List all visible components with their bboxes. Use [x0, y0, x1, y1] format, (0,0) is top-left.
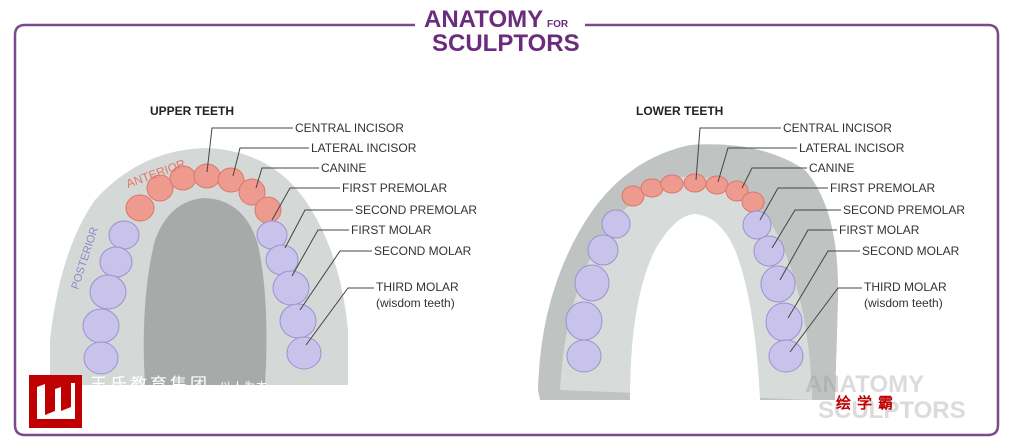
upper-first-molar-label: FIRST MOLAR: [351, 223, 432, 237]
svg-text:SCULPTORS: SCULPTORS: [432, 30, 580, 57]
lower-canine-label: CANINE: [809, 161, 854, 175]
upper-second-premolar-label: SECOND PREMOLAR: [355, 203, 477, 217]
lower-first-molar-label: FIRST MOLAR: [839, 223, 920, 237]
upper-canine-label: CANINE: [321, 161, 366, 175]
svg-text:ANATOMY: ANATOMY: [424, 6, 543, 33]
upper-second-molar-label: SECOND MOLAR: [374, 244, 472, 258]
watermark-right-text: 绘学霸: [836, 394, 900, 412]
watermark-logo-badge: [29, 375, 82, 428]
lower-labels: CENTRAL INCISOR LATERAL INCISOR CANINE F…: [783, 121, 965, 310]
lower-lateral-incisor-label: LATERAL INCISOR: [799, 141, 905, 155]
watermark-left-text: 王氏教育集团: [90, 375, 210, 395]
watermark-left-subtext: 以人为本: [220, 380, 268, 393]
lower-leader-lines: [695, 127, 862, 353]
lower-anterior-teeth: [621, 173, 765, 213]
lower-second-premolar-label: SECOND PREMOLAR: [843, 203, 965, 217]
svg-text:FOR: FOR: [547, 19, 569, 30]
tongue-space: [630, 214, 760, 400]
palate: [143, 198, 267, 385]
frame-border: [13, 23, 1000, 437]
watermark-right-logo: ANATOMY SCULPTORS: [805, 371, 966, 424]
upper-leader-lines: [206, 127, 374, 346]
upper-teeth-illustration: ANTERIOR POSTERIOR: [50, 148, 348, 385]
upper-central-incisor-label: CENTRAL INCISOR: [295, 121, 404, 135]
upper-first-premolar-label: FIRST PREMOLAR: [342, 181, 447, 195]
lower-posterior-teeth: [565, 209, 804, 373]
lower-second-molar-label: SECOND MOLAR: [862, 244, 960, 258]
watermark-left: 王氏教育集团以人为本: [90, 370, 268, 395]
anatomy-for-sculptors-logo: ANATOMY FOR SCULPTORS: [424, 6, 580, 57]
upper-lateral-incisor-label: LATERAL INCISOR: [311, 141, 417, 155]
upper-wisdom-teeth-label: (wisdom teeth): [376, 296, 455, 310]
lower-wisdom-teeth-label: (wisdom teeth): [864, 296, 943, 310]
lower-central-incisor-label: CENTRAL INCISOR: [783, 121, 892, 135]
svg-text:ANATOMY: ANATOMY: [805, 371, 924, 398]
upper-third-molar-label: THIRD MOLAR: [376, 280, 459, 294]
svg-text:SCULPTORS: SCULPTORS: [818, 397, 966, 424]
lower-teeth-illustration: [538, 144, 839, 400]
upper-labels: CENTRAL INCISOR LATERAL INCISOR CANINE F…: [295, 121, 477, 310]
lower-first-premolar-label: FIRST PREMOLAR: [830, 181, 935, 195]
lower-third-molar-label: THIRD MOLAR: [864, 280, 947, 294]
lower-teeth-title: LOWER TEETH: [636, 104, 723, 118]
upper-teeth-title: UPPER TEETH: [150, 104, 234, 118]
w-logo-icon: [37, 383, 75, 419]
upper-posterior-teeth: [82, 220, 322, 375]
